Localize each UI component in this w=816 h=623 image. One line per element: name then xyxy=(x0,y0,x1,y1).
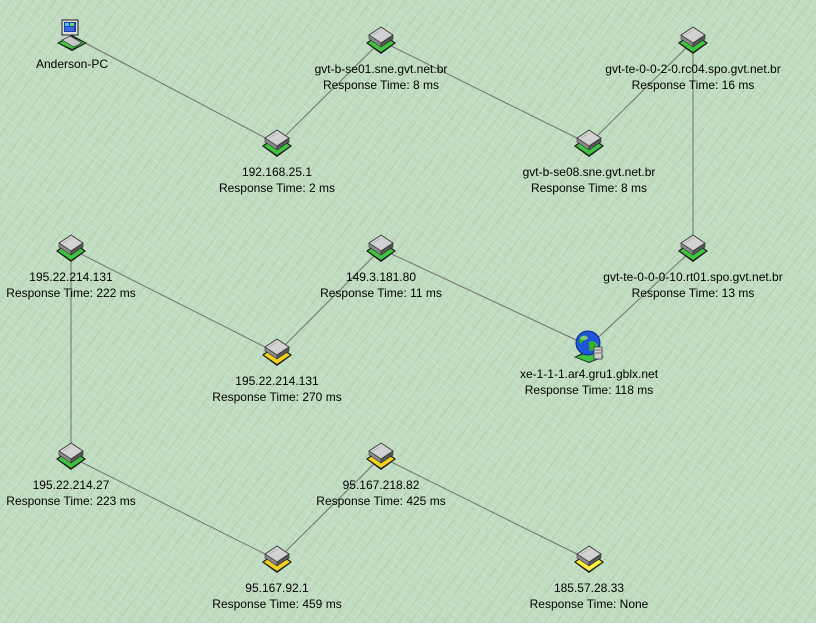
node-name: xe-1-1-1.ar4.gru1.gblx.net xyxy=(519,367,659,381)
response-time: Response Time: 118 ms xyxy=(524,383,654,397)
node-name: 195.22.214.131 xyxy=(29,270,113,284)
router-icon[interactable] xyxy=(675,231,711,267)
node-name: 95.167.92.1 xyxy=(245,581,309,595)
link-rt01-gblx xyxy=(588,248,694,347)
response-time: Response Time: 16 ms xyxy=(631,78,755,92)
node-name: 192.168.25.1 xyxy=(241,165,313,179)
globe-server-icon[interactable] xyxy=(571,328,607,364)
computer-icon[interactable] xyxy=(54,18,90,54)
router-icon[interactable] xyxy=(571,126,607,162)
response-time: Response Time: 8 ms xyxy=(322,78,440,92)
link-anderson-pc-gw xyxy=(71,35,278,145)
router-icon[interactable] xyxy=(259,542,295,578)
node-name: gvt-te-0-0-0-10.rt01.spo.gvt.net.br xyxy=(603,270,783,284)
link-n195b-n195a xyxy=(70,248,278,354)
link-n149-n195b xyxy=(276,248,382,354)
router-icon[interactable] xyxy=(675,23,711,59)
router-icon[interactable] xyxy=(363,439,399,475)
link-n19527-n9592 xyxy=(70,456,278,561)
response-time: Response Time: 270 ms xyxy=(212,390,342,404)
node-label: Anderson-PC xyxy=(0,56,192,72)
response-time: Response Time: 459 ms xyxy=(212,597,342,611)
node-name: 185.57.28.33 xyxy=(553,581,625,595)
response-time: Response Time: 425 ms xyxy=(316,494,446,508)
link-n95218-n18557 xyxy=(380,456,590,561)
response-time: Response Time: 13 ms xyxy=(631,286,755,300)
node-name: 195.22.214.27 xyxy=(32,478,110,492)
response-time: Response Time: None xyxy=(529,597,649,611)
node-name: gvt-b-se08.sne.gvt.net.br xyxy=(522,165,656,179)
link-se01-se08 xyxy=(380,40,590,145)
node-name: gvt-te-0-0-2-0.rc04.spo.gvt.net.br xyxy=(605,62,781,76)
router-icon[interactable] xyxy=(53,439,89,475)
router-icon[interactable] xyxy=(363,231,399,267)
node-name: Anderson-PC xyxy=(35,57,109,71)
router-icon[interactable] xyxy=(259,126,295,162)
response-time: Response Time: 2 ms xyxy=(218,181,336,195)
response-time: Response Time: 222 ms xyxy=(6,286,136,300)
response-time: Response Time: 8 ms xyxy=(530,181,648,195)
node-name: gvt-b-se01.sne.gvt.net.br xyxy=(314,62,448,76)
link-n9592-n95218 xyxy=(276,456,382,561)
router-icon[interactable] xyxy=(571,542,607,578)
link-se08-rc04 xyxy=(588,40,694,145)
router-icon[interactable] xyxy=(259,335,295,371)
link-gw-se01 xyxy=(276,40,382,145)
node-name: 195.22.214.131 xyxy=(235,374,319,388)
response-time: Response Time: 11 ms xyxy=(320,286,442,300)
response-time: Response Time: 223 ms xyxy=(6,494,136,508)
link-gblx-n149 xyxy=(380,248,590,347)
router-icon[interactable] xyxy=(53,231,89,267)
node-name: 95.167.218.82 xyxy=(342,478,420,492)
node-name: 149.3.181.80 xyxy=(345,270,417,284)
router-icon[interactable] xyxy=(363,23,399,59)
